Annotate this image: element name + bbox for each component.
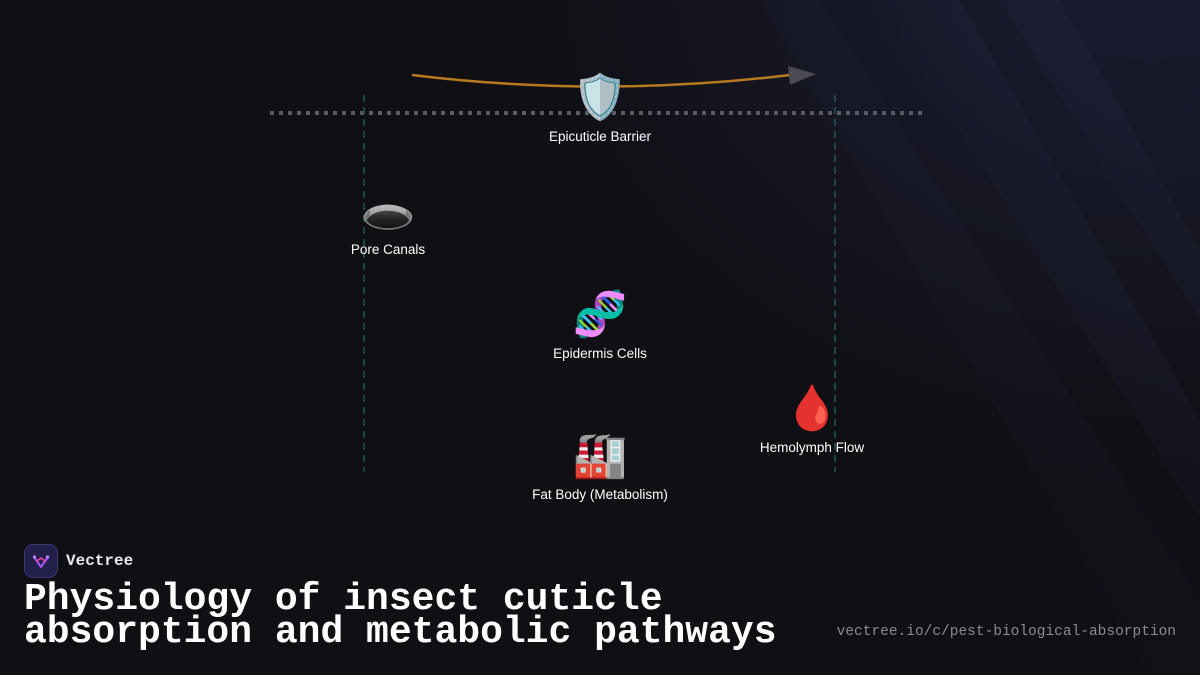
node-epidermis-cells: 🧬 Epidermis Cells bbox=[490, 290, 710, 361]
dna-icon: 🧬 bbox=[572, 290, 628, 339]
shield-icon: 🛡️ bbox=[572, 73, 628, 122]
hole-icon: 🕳️ bbox=[360, 186, 416, 235]
node-label: Pore Canals bbox=[350, 242, 426, 257]
brand-name: Vectree bbox=[66, 552, 134, 570]
absorption-flow-arrow bbox=[411, 73, 791, 88]
vectree-logo-icon bbox=[24, 544, 58, 578]
blood-drop-icon: 🩸 bbox=[784, 384, 840, 433]
node-label: Fat Body (Metabolism) bbox=[532, 487, 668, 502]
flow-arrowhead bbox=[788, 66, 816, 85]
page-title: Physiology of insect cuticle absorption … bbox=[24, 578, 777, 654]
node-label: Epidermis Cells bbox=[553, 346, 647, 361]
node-label: Epicuticle Barrier bbox=[548, 129, 652, 144]
node-fat-body: 🏭 Fat Body (Metabolism) bbox=[490, 431, 710, 502]
brand: Vectree bbox=[24, 544, 133, 578]
node-label: Hemolymph Flow bbox=[759, 440, 865, 455]
factory-icon: 🏭 bbox=[572, 431, 628, 480]
node-hemolymph-flow: 🩸 Hemolymph Flow bbox=[702, 384, 922, 455]
node-epicuticle-barrier: 🛡️ Epicuticle Barrier bbox=[490, 73, 710, 144]
node-pore-canals: 🕳️ Pore Canals bbox=[278, 186, 498, 257]
source-url[interactable]: vectree.io/c/pest-biological-absorption bbox=[836, 624, 1176, 640]
